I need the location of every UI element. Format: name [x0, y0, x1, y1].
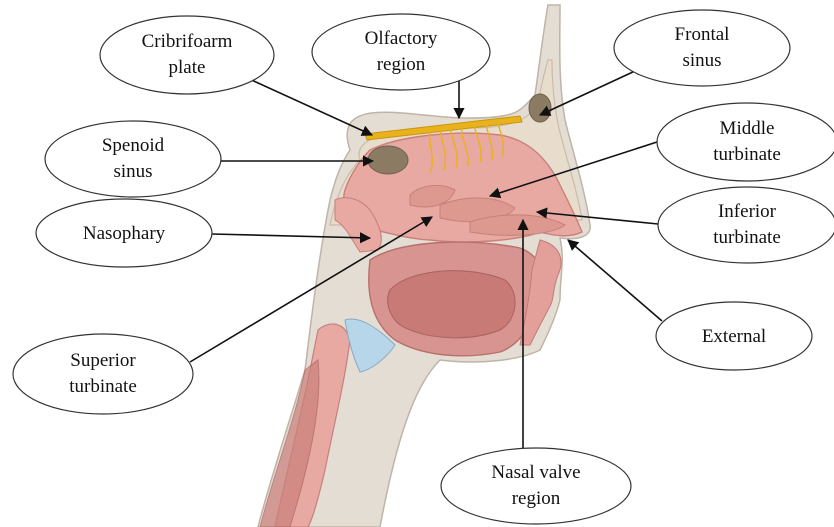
label-text: region [512, 488, 561, 509]
label-text: turbinate [713, 227, 781, 248]
label-text: plate [169, 57, 206, 78]
label-olfactory-region: Olfactory region [312, 14, 490, 90]
label-text: turbinate [69, 376, 137, 397]
label-nasophary: Nasophary [36, 199, 212, 267]
label-external: External [656, 302, 812, 370]
label-superior-turbinate: Superior turbinate [13, 334, 193, 414]
label-text: Frontal [675, 24, 730, 45]
label-text: External [702, 326, 766, 347]
label-text: turbinate [713, 144, 781, 165]
label-text: Nasophary [83, 223, 166, 244]
arrow-external [568, 240, 662, 321]
label-text: Cribrifoarm [142, 31, 233, 52]
label-text: Olfactory [365, 28, 438, 49]
label-text: Inferior [718, 201, 777, 222]
label-middle-turbinate: Middle turbinate [657, 103, 834, 181]
label-cribriform-plate: Cribrifoarm plate [100, 16, 274, 94]
label-inferior-turbinate: Inferior turbinate [658, 187, 834, 263]
label-text: Middle [720, 118, 775, 139]
sphenoid-sinus-shape [368, 146, 408, 174]
tongue-inner [388, 271, 515, 338]
label-nasal-valve-region: Nasal valve region [441, 448, 631, 524]
label-text: Spenoid [102, 135, 165, 156]
label-text: sinus [113, 161, 152, 182]
label-frontal-sinus: Frontal sinus [614, 10, 790, 86]
label-text: Superior [70, 350, 136, 371]
label-text: Nasal valve [491, 462, 580, 483]
label-text: region [377, 54, 426, 75]
label-text: sinus [682, 50, 721, 71]
frontal-sinus-shape [529, 94, 551, 122]
label-spenoid-sinus: Spenoid sinus [45, 121, 221, 197]
